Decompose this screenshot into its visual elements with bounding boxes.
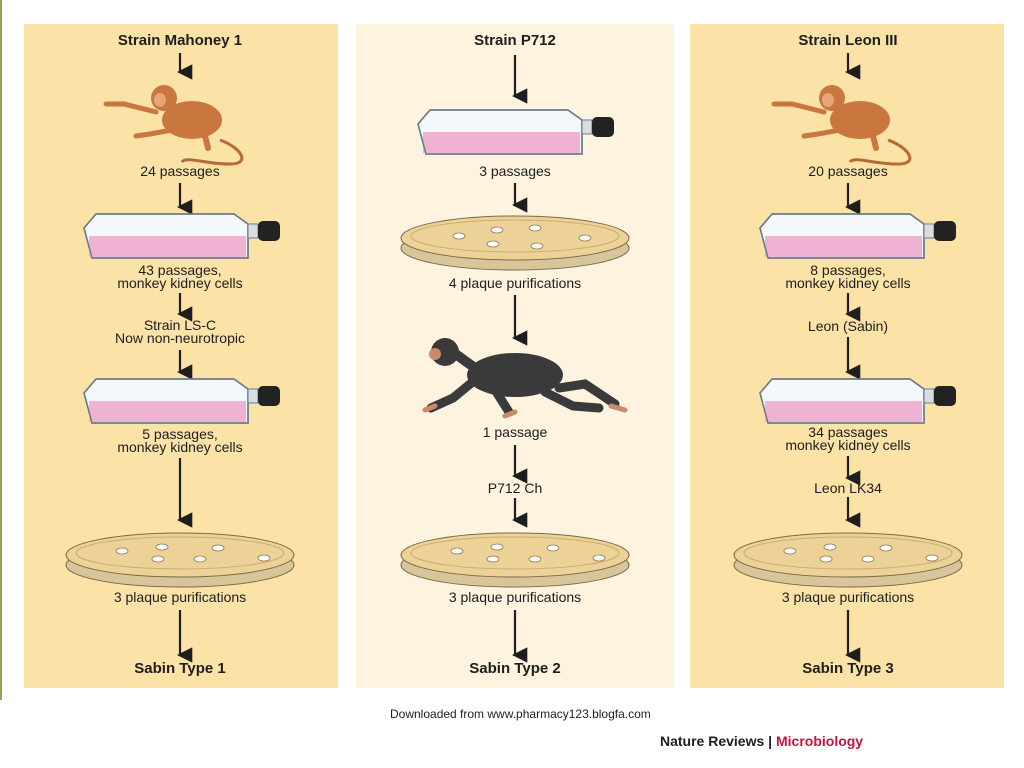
petri-dish-icon [65,532,295,588]
step-label: 20 passages [808,163,888,179]
step-label: 8 passages, monkey kidney cells [785,262,911,291]
step-label: 24 passages [140,163,220,179]
petri-dish-icon [400,215,630,271]
step-label: 4 plaque purifications [448,275,582,291]
step-label: 5 passages, monkey kidney cells [117,426,243,455]
result-label-sabin-2: Sabin Type 2 [469,660,561,677]
petri-dish-icon [733,532,963,588]
petri-dish-icon [400,532,630,588]
chimpanzee-icon [422,338,628,419]
step-label: 3 plaque purifications [448,589,582,605]
step-label: 34 passages monkey kidney cells [785,424,911,453]
step-label: 3 plaque purifications [113,589,247,605]
step-label: Strain LS-C Now non-neurotropic [115,317,245,346]
download-credit: Downloaded from www.pharmacy123.blogfa.c… [390,707,651,721]
column-title-mahoney: Strain Mahoney 1 [117,32,243,49]
left-border-rule [0,0,2,700]
result-label-sabin-1: Sabin Type 1 [134,660,226,677]
step-label: 43 passages, monkey kidney cells [117,262,243,291]
step-label: Leon (Sabin) [807,318,889,334]
column-title-p712: Strain P712 [474,32,556,49]
journal-name: Nature Reviews [660,733,765,749]
journal-branding: Nature Reviews | Microbiology [660,733,863,749]
culture-flask-icon [759,213,956,259]
column-title-leon: Strain Leon III [798,32,898,49]
result-label-sabin-3: Sabin Type 3 [802,660,894,677]
step-label: P712 Ch [487,480,543,496]
culture-flask-icon [759,378,956,424]
step-label: 3 passages [479,163,551,179]
step-label: 3 plaque purifications [781,589,915,605]
brand-separator: | [764,733,776,749]
culture-flask-icon [83,378,280,424]
culture-flask-icon [83,213,280,259]
arrows [176,53,861,663]
rhesus-monkey-icon [103,85,244,166]
step-label: 1 passage [482,424,548,440]
step-label: Leon LK34 [814,480,882,496]
culture-flask-icon [417,109,614,155]
rhesus-monkey-icon [771,85,912,166]
journal-section: Microbiology [775,733,864,749]
